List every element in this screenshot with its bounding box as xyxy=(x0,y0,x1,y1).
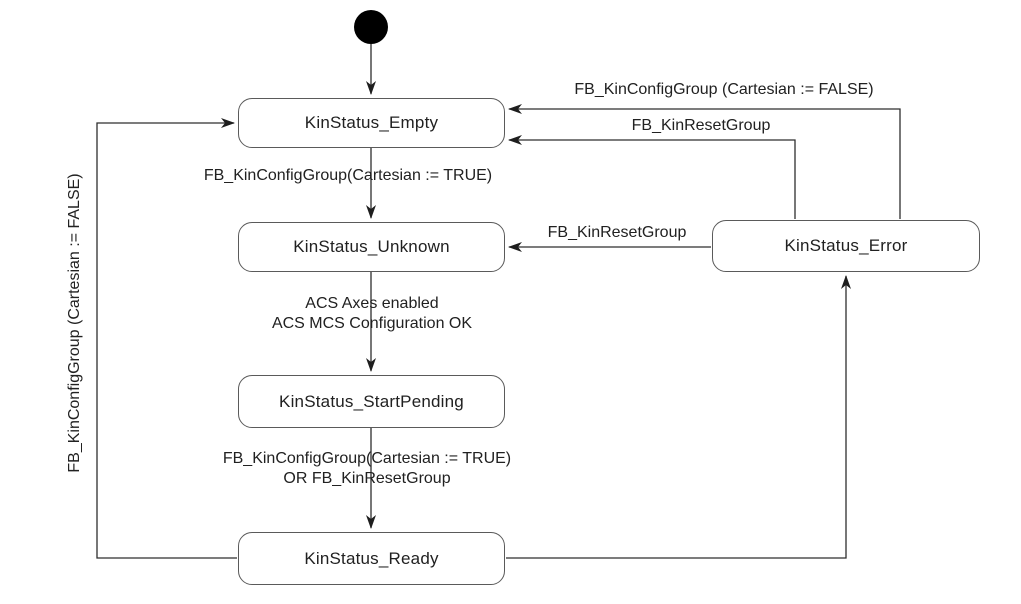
state-kinstatus-ready: KinStatus_Ready xyxy=(238,532,505,585)
state-label: KinStatus_Ready xyxy=(304,548,439,568)
state-label: KinStatus_StartPending xyxy=(279,391,464,411)
state-kinstatus-unknown: KinStatus_Unknown xyxy=(238,222,505,272)
transition-label-startpending-to-ready: FB_KinConfigGroup(Cartesian := TRUE) OR … xyxy=(167,449,567,489)
edge-error-to-empty-config xyxy=(508,104,901,219)
initial-state-dot xyxy=(354,10,388,44)
transition-label-error-to-empty-reset: FB_KinResetGroup xyxy=(631,117,771,134)
edge-ready-to-empty xyxy=(96,118,237,559)
transition-label-error-to-empty-config: FB_KinConfigGroup (Cartesian := FALSE) xyxy=(574,81,874,98)
transition-label-empty-to-unknown: FB_KinConfigGroup(Cartesian := TRUE) xyxy=(203,167,493,184)
transition-label-unknown-to-startpending: ACS Axes enabled ACS MCS Configuration O… xyxy=(222,294,522,334)
edge-error-to-empty-reset xyxy=(508,135,796,219)
state-label: KinStatus_Unknown xyxy=(293,237,450,256)
edge-ready-to-error xyxy=(506,275,851,559)
state-label: KinStatus_Error xyxy=(784,236,908,255)
state-kinstatus-startpending: KinStatus_StartPending xyxy=(238,375,505,428)
transition-label-line: ACS Axes enabled xyxy=(305,295,439,312)
transition-label-ready-to-empty: FB_KinConfigGroup (Cartesian := FALSE) xyxy=(66,173,83,473)
transition-label-line: ACS MCS Configuration OK xyxy=(271,315,473,332)
state-kinstatus-error: KinStatus_Error xyxy=(712,220,980,272)
transition-label-line: FB_KinConfigGroup(Cartesian := TRUE) xyxy=(222,450,512,467)
state-label: KinStatus_Empty xyxy=(304,113,439,132)
state-kinstatus-empty: KinStatus_Empty xyxy=(238,98,505,148)
transition-label-line: OR FB_KinResetGroup xyxy=(283,470,451,487)
transition-label-error-to-unknown: FB_KinResetGroup xyxy=(547,224,687,241)
